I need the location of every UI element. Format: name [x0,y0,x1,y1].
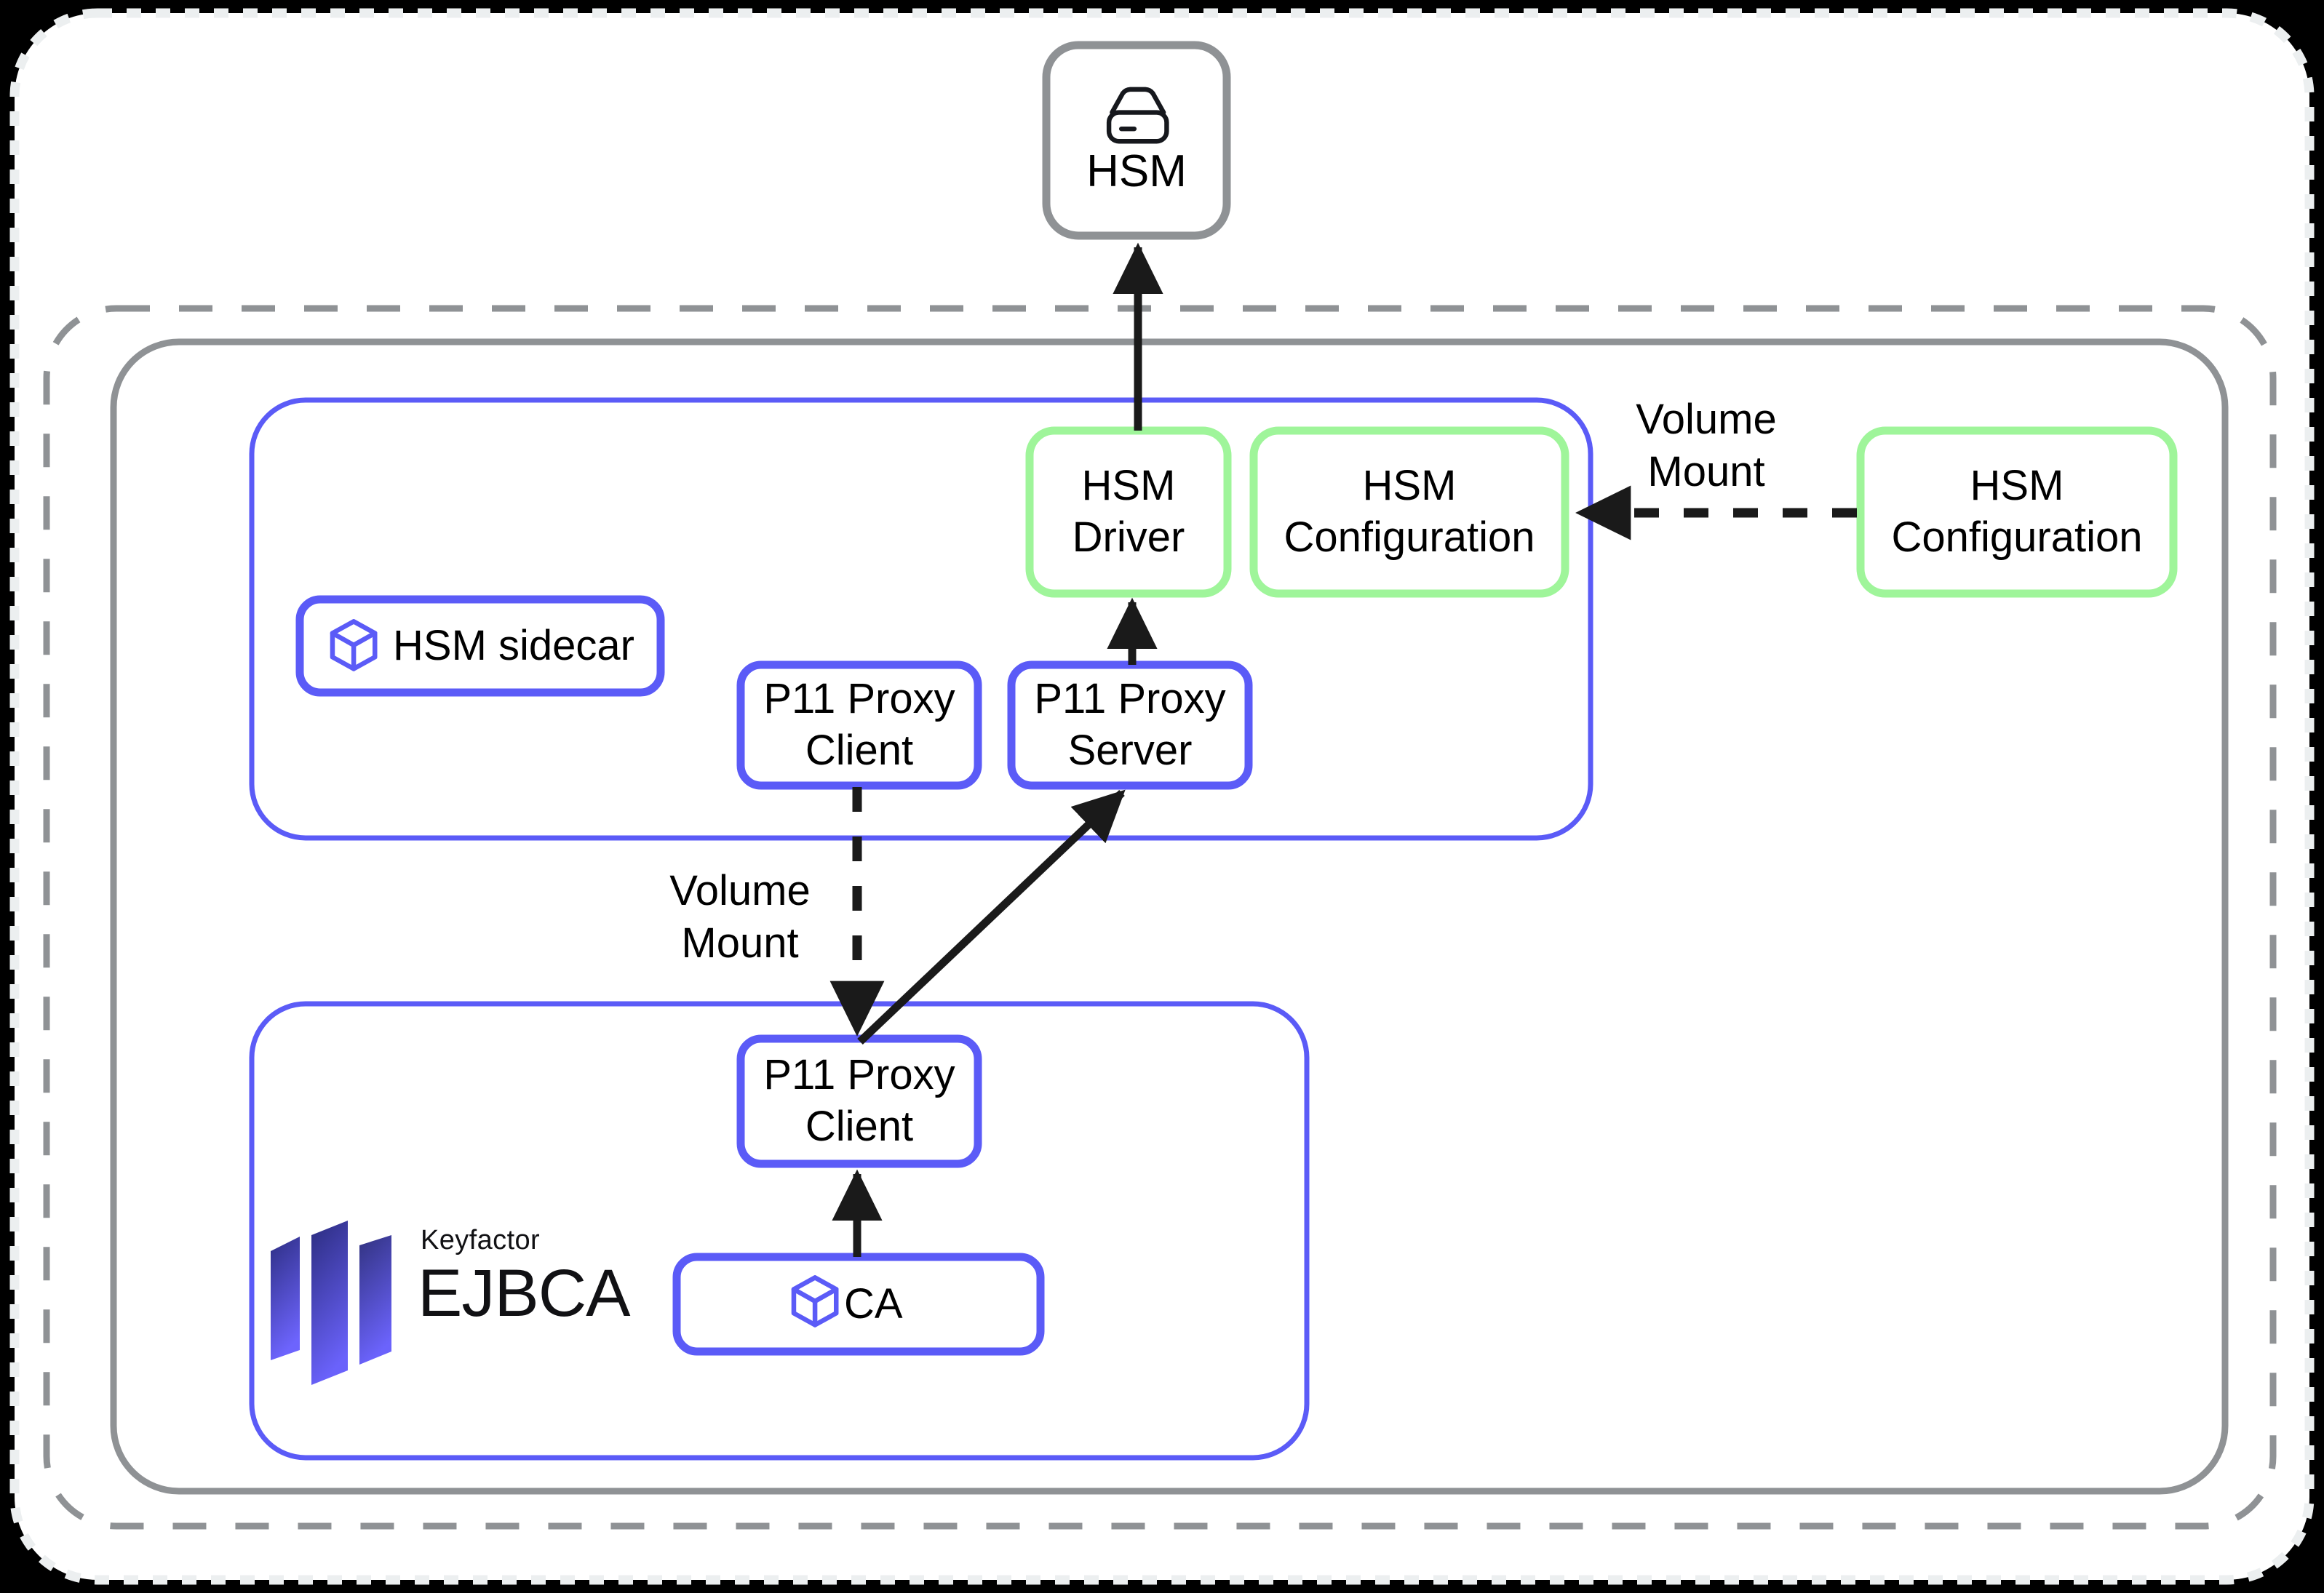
node-ca[interactable] [672,1253,1045,1356]
keyfactor-logo-mark [271,1221,391,1385]
node-hsm-driver[interactable] [1025,426,1232,598]
edge-client-to-server [857,789,1126,1045]
cube-icon [330,619,378,671]
node-p11-proxy-server[interactable] [1007,660,1253,790]
node-hsm-configuration-pod[interactable] [1249,426,1569,598]
cube-icon [791,1275,839,1328]
hsm-sidecar-container [249,397,1593,841]
edge-label-volume-mount-left: Volume Mount [669,867,811,967]
page-surface [15,13,2309,1580]
ejbca-container [249,1001,1310,1461]
node-p11-proxy-client-sidecar[interactable] [736,660,982,790]
hard-drive-icon [1106,87,1169,144]
cluster-solid-boundary [110,338,2229,1495]
logo-brand-text: Keyfactor [421,1225,541,1255]
node-p11-proxy-client-ejbca[interactable] [736,1034,982,1168]
node-hsm-sidecar[interactable] [295,595,665,697]
node-hsm-configuration-external[interactable] [1856,426,2178,598]
edge-label-volume-mount-right: Volume Mount [1636,396,1777,495]
logo-name-text: EJBCA [418,1256,631,1330]
